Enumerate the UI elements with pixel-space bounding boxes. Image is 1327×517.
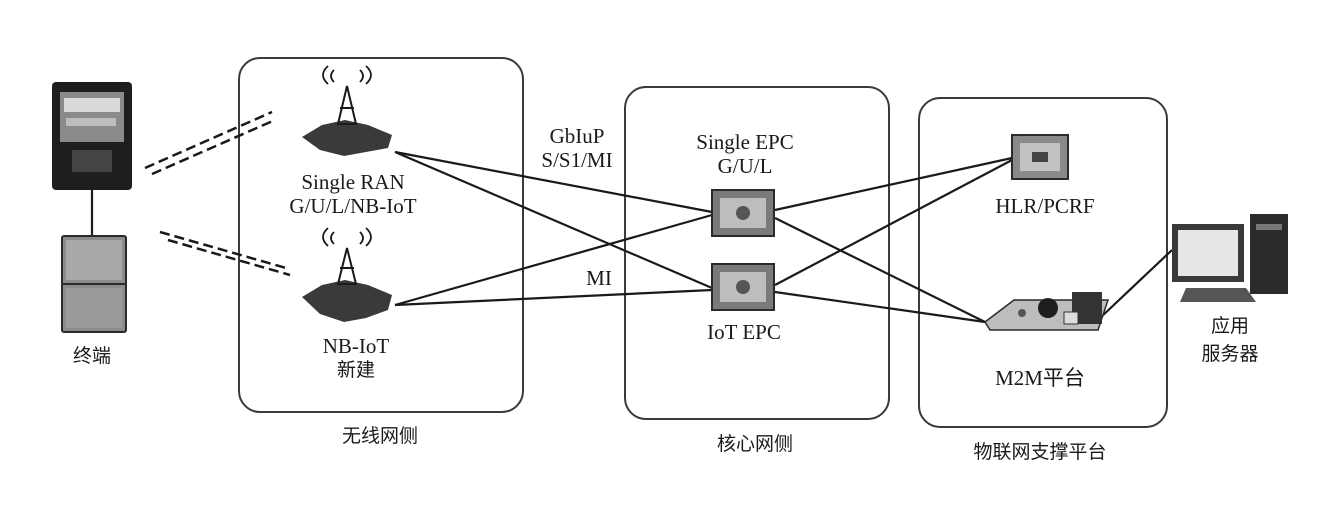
wireless-side-box [238, 57, 524, 413]
nbiot-base-station-icon [302, 227, 392, 322]
app-server-label: 应用 服务器 [1190, 312, 1270, 368]
m2m-platform-icon [984, 292, 1110, 331]
iot-platform-box [918, 97, 1168, 428]
single-ran-name: Single RAN [301, 170, 405, 194]
iot-epc-label: IoT EPC [707, 320, 781, 344]
network-links [90, 150, 1173, 324]
hlr-pcrf-label: HLR/PCRF [995, 194, 1095, 218]
hlr-pcrf-server-icon [1011, 134, 1069, 180]
single-ran-bands: G/U/L/NB-IoT [289, 194, 417, 218]
link-ran-iot-epc [394, 150, 713, 290]
single-epc-bands: G/U/L [717, 154, 773, 178]
single-ran-base-station-icon [302, 65, 392, 156]
interface-gbiup: GbIuP [549, 124, 605, 148]
radio-links [144, 110, 291, 277]
single-epc-name: Single EPC [696, 130, 794, 154]
core-side-box [624, 86, 890, 420]
link-single-epc-m2m [774, 217, 986, 323]
lower-interface-label: MI [586, 266, 612, 290]
link-nbiot-iot-epc [394, 288, 713, 307]
app-server-line2: 服务器 [1201, 343, 1259, 365]
application-server-icon [1172, 214, 1288, 302]
wireless-side-label: 无线网侧 [341, 425, 418, 447]
m2m-label: M2M平台 [995, 366, 1085, 390]
single-ran-label: Single RAN G/U/L/NB-IoT [268, 170, 438, 218]
nbiot-label: NB-IoT 新建 [296, 334, 416, 382]
iot-epc-router-icon [711, 263, 775, 311]
upper-interface-label: GbIuP S/S1/MI [527, 124, 627, 172]
link-iot-epc-m2m [774, 290, 986, 324]
link-nbiot-single-epc [394, 213, 713, 307]
single-epc-router-icon [711, 189, 775, 237]
link-iot-epc-hlr [774, 159, 1013, 286]
app-server-line1: 应用 [1210, 315, 1249, 337]
nbiot-new-build: 新建 [336, 359, 375, 381]
link-single-epc-hlr [774, 156, 1013, 212]
link-m2m-server [1099, 249, 1173, 319]
interface-s-s1-mi: S/S1/MI [541, 148, 613, 172]
single-epc-label: Single EPC G/U/L [680, 130, 810, 178]
iot-platform-label: 物联网支撑平台 [973, 441, 1107, 463]
terminal-device-icon [61, 235, 127, 333]
core-side-label: 核心网侧 [716, 433, 793, 455]
nbiot-name: NB-IoT [322, 334, 390, 358]
terminal-label: 终端 [72, 345, 111, 367]
smart-meter-icon [52, 82, 132, 190]
link-ran-single-epc [394, 150, 713, 214]
